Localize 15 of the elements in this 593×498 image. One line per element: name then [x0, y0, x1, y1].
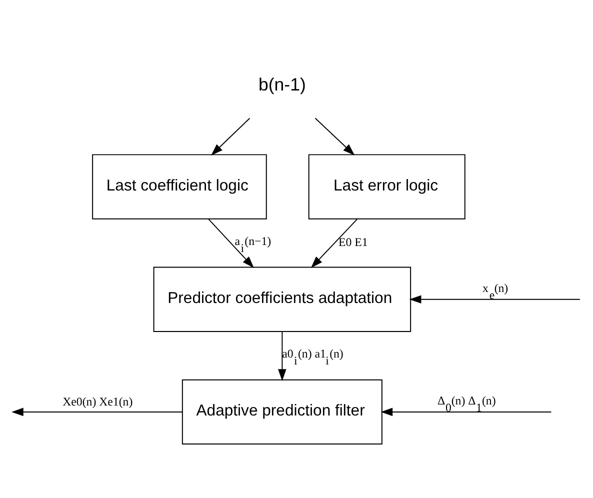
arrow	[310, 218, 358, 268]
arrow	[314, 118, 355, 156]
arrow	[409, 295, 580, 304]
node-box: Adaptive prediction filter	[182, 379, 382, 445]
arrow	[380, 408, 552, 416]
node-box: Predictor coefficients adaptation	[153, 266, 412, 332]
edge-label: E0 E1	[338, 235, 368, 250]
arrow	[278, 331, 286, 381]
arrow	[208, 218, 254, 268]
node-text: b(n-1)	[258, 74, 306, 94]
arrow	[211, 118, 250, 156]
node-box: Last error logic	[308, 154, 466, 220]
arrow	[12, 408, 183, 416]
edge-label: Xe0(n) Xe1(n)	[62, 394, 133, 409]
node-box: Last coefficient logic	[92, 154, 267, 220]
